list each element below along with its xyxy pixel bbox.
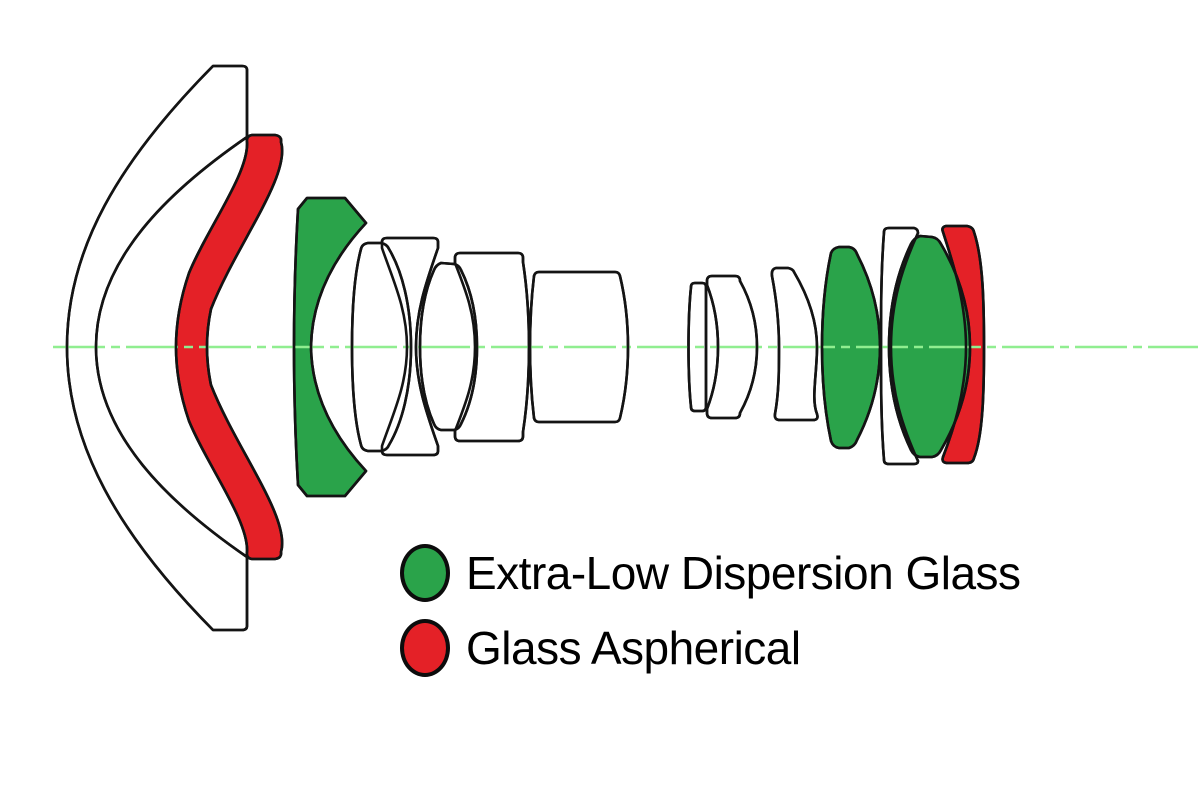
front-meniscus-element-outline (65, 64, 249, 632)
cemented-thin-element-outline (879, 226, 920, 466)
legend: Extra-Low Dispersion Glass Glass Aspheri… (400, 544, 1021, 677)
thick-barrel-element-outline (528, 270, 630, 424)
legend-row-ed-glass: Extra-Low Dispersion Glass (400, 544, 1021, 602)
aspherical-element-front-outline (174, 133, 284, 561)
legend-label-aspherical: Glass Aspherical (466, 621, 801, 674)
aspherical-swatch-icon (400, 619, 450, 677)
thin-rear-element-1-outline (687, 281, 708, 413)
biconvex-element-2-outline (418, 261, 479, 432)
ed-element-middle-rear-outline (820, 245, 882, 450)
biconvex-element-1-outline (350, 241, 413, 453)
ed-element-front-outline (292, 196, 368, 498)
ed-glass-swatch-icon (400, 544, 450, 602)
legend-label-ed-glass: Extra-Low Dispersion Glass (466, 546, 1021, 599)
concave-flat-element-outline (453, 251, 531, 443)
ed-element-rear-outline (887, 234, 972, 459)
rear-biconvex-element-outline (705, 274, 759, 420)
legend-row-aspherical: Glass Aspherical (400, 619, 1021, 677)
biconcave-element-outline (380, 236, 440, 457)
rear-meniscus-element-outline (770, 266, 819, 422)
